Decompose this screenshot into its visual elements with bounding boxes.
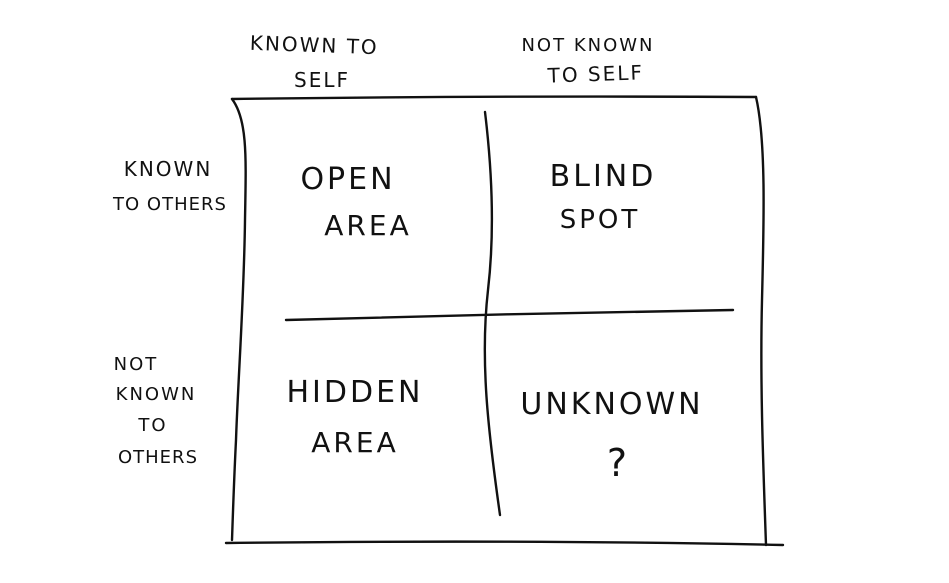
column-header-right-line-2: TO SELF: [546, 60, 644, 87]
frame-bottom-line: [224, 540, 785, 547]
row-header-bottom-line-3: TO: [137, 415, 167, 436]
quadrant-hidden-line-1: HIDDEN: [286, 375, 423, 410]
row-header-not-known-to-others: NOT KNOWN TO OTHERS: [114, 354, 198, 468]
row-header-top-line-1: KNOWN: [124, 157, 213, 181]
horizontal-divider-line: [284, 308, 735, 322]
row-header-known-to-others: KNOWN TO OTHERS: [112, 157, 227, 215]
frame-left-line: [230, 97, 247, 542]
quadrant-hidden-area: HIDDEN AREA: [286, 375, 423, 459]
quadrant-open-line-2: AREA: [324, 209, 411, 242]
quadrant-unknown: UNKNOWN ?: [520, 387, 703, 485]
quadrant-blind-spot: BLIND SPOT: [550, 159, 657, 235]
frame-top-line: [230, 95, 758, 101]
quadrant-unknown-line-1: UNKNOWN: [520, 387, 703, 422]
quadrant-open-line-1: OPEN: [300, 162, 395, 197]
column-header-left-line-2: SELF: [294, 68, 350, 92]
row-header-bottom-line-2: KNOWN: [116, 384, 197, 405]
column-header-known-to-self: KNOWN TO SELF: [249, 31, 379, 92]
frame-right-line: [754, 95, 768, 547]
quadrant-unknown-question-mark: ?: [607, 441, 627, 485]
row-header-top-line-2: TO OTHERS: [112, 194, 227, 215]
column-header-left-line-1: KNOWN TO: [249, 31, 379, 59]
column-header-right-line-1: NOT KNOWN: [521, 35, 654, 56]
row-header-bottom-line-1: NOT: [114, 354, 159, 375]
quadrant-hidden-line-2: AREA: [311, 426, 398, 459]
column-header-not-known-to-self: NOT KNOWN TO SELF: [521, 35, 654, 88]
quadrant-blind-line-2: SPOT: [560, 205, 641, 235]
quadrant-blind-line-1: BLIND: [550, 159, 657, 194]
vertical-divider-line: [483, 110, 502, 517]
quadrant-open-area: OPEN AREA: [300, 162, 411, 242]
row-header-bottom-line-4: OTHERS: [118, 447, 198, 468]
